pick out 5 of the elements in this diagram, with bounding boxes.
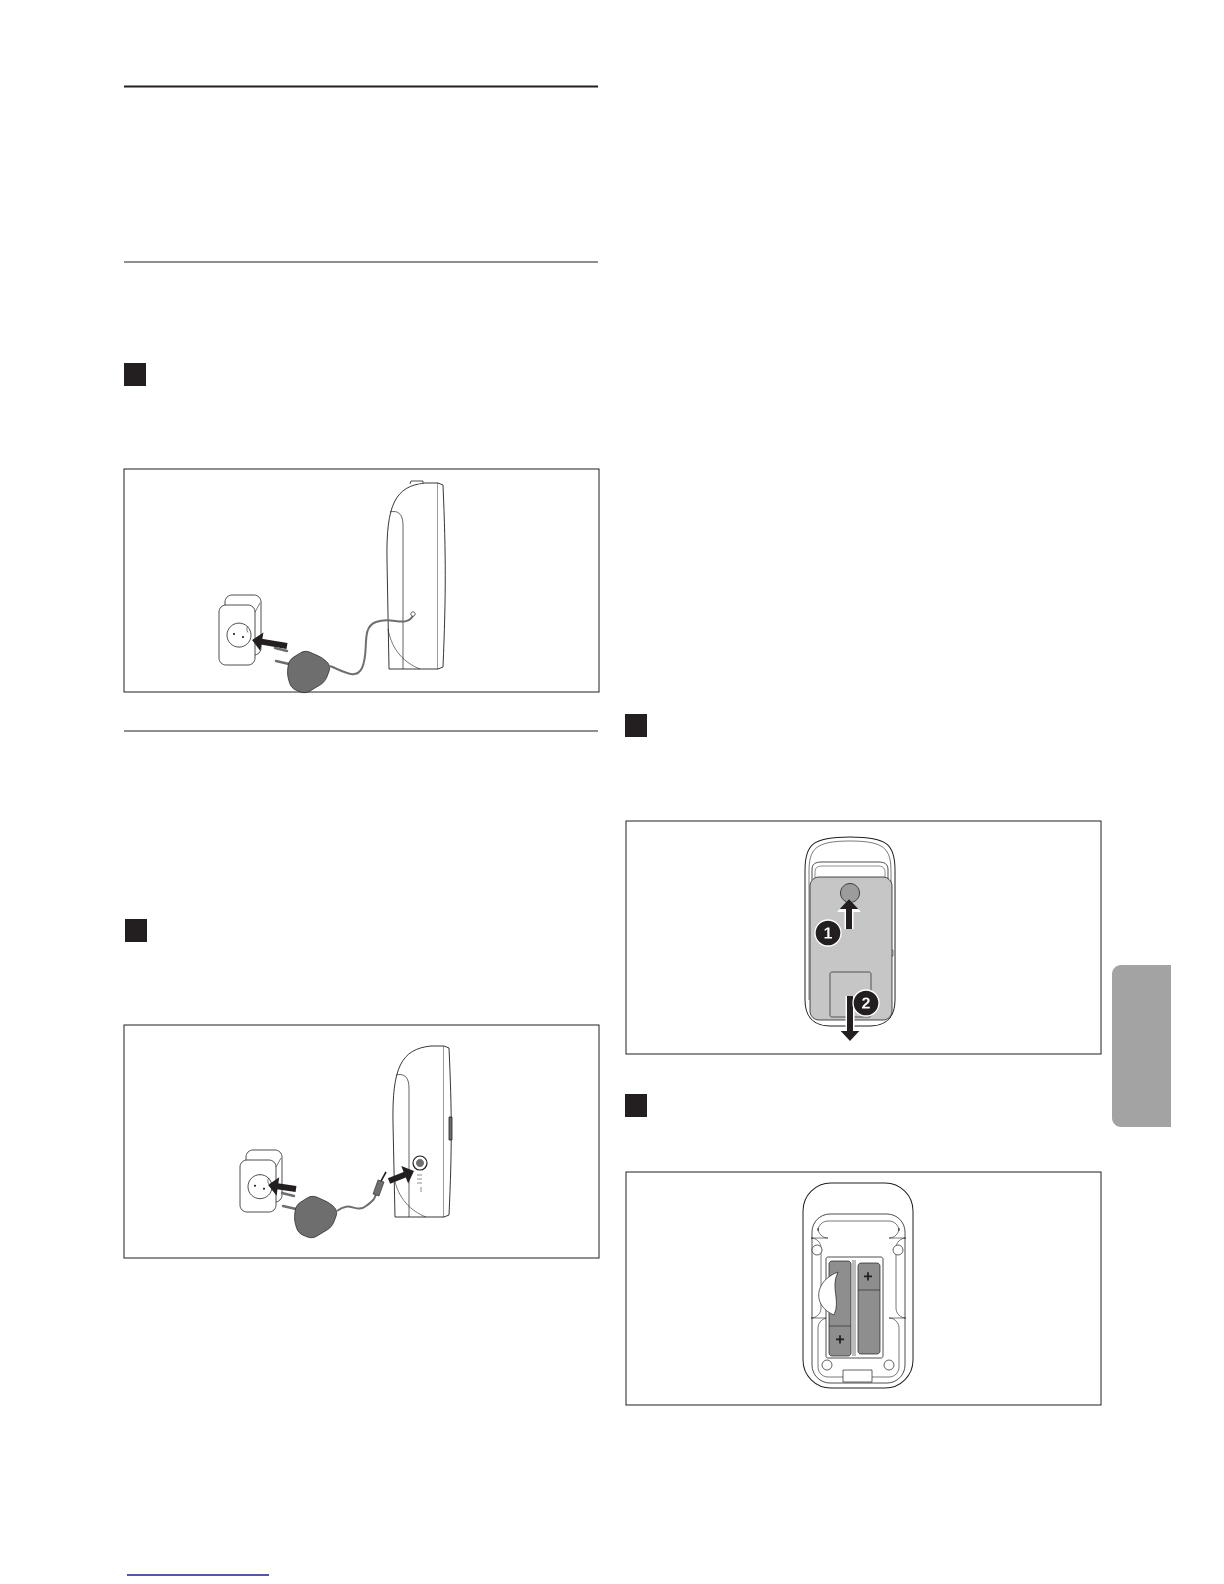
callout-number: 2 [852,989,880,1017]
polarity-label: + [864,1272,873,1281]
polarity-label: + [836,1335,845,1344]
callout-number: 1 [814,919,842,947]
side-tab [1112,965,1171,1127]
